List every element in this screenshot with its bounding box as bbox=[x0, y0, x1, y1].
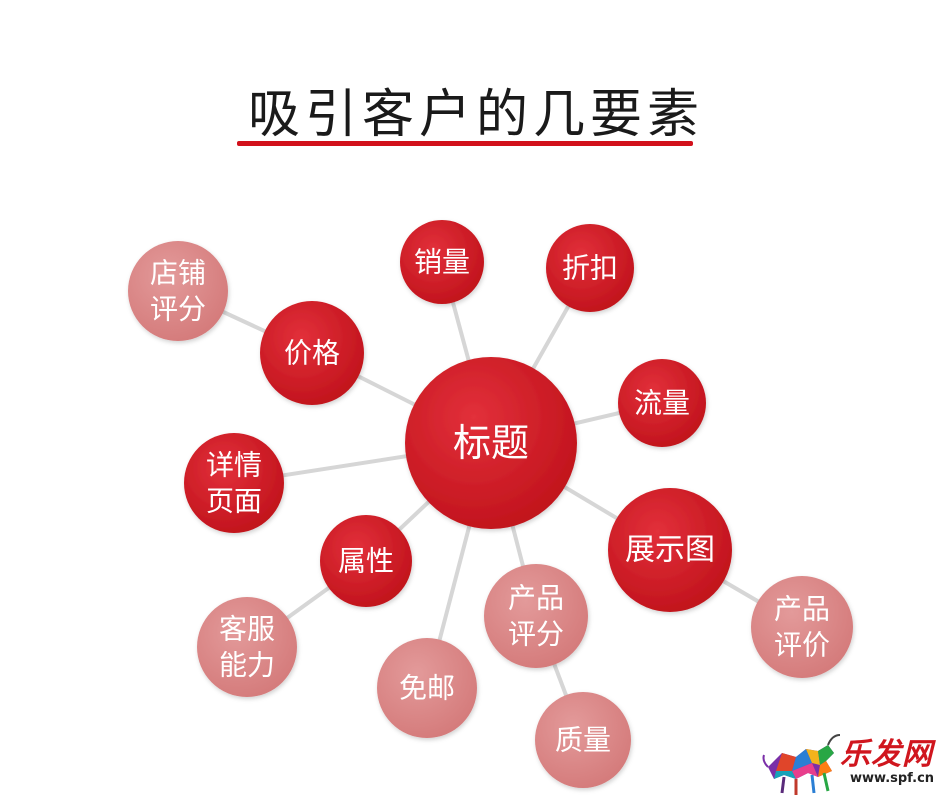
colorful-bull-logo bbox=[762, 734, 841, 795]
node-label-showcase-0: 展示图 bbox=[625, 533, 715, 568]
node-label-product-review-0: 产品 bbox=[774, 592, 830, 625]
node-label-store-rating-1: 评分 bbox=[150, 293, 206, 326]
node-circle-quality bbox=[535, 692, 631, 788]
node-title: 标题 bbox=[405, 357, 577, 529]
node-label-traffic-0: 流量 bbox=[634, 387, 690, 420]
node-circle-attribute bbox=[320, 515, 412, 607]
node-circle-discount bbox=[546, 224, 634, 312]
node-label-sales-0: 销量 bbox=[414, 246, 470, 279]
node-circle-service bbox=[197, 597, 297, 697]
node-quality: 质量 bbox=[535, 692, 631, 788]
node-label-service-0: 客服 bbox=[219, 612, 275, 645]
node-label-discount-0: 折扣 bbox=[562, 252, 618, 285]
node-circle-store-rating bbox=[128, 241, 228, 341]
watermark: 乐发网 www.spf.cn bbox=[762, 727, 952, 800]
node-discount: 折扣 bbox=[546, 224, 634, 312]
node-label-attribute-0: 属性 bbox=[338, 545, 394, 578]
node-free-shipping: 免邮 bbox=[377, 638, 477, 738]
node-label-product-rating-0: 产品 bbox=[508, 581, 564, 614]
node-circle-price bbox=[260, 301, 364, 405]
node-showcase: 展示图 bbox=[608, 488, 732, 612]
node-circle-detail-page bbox=[184, 433, 284, 533]
node-circle-title bbox=[405, 357, 577, 529]
node-sales: 销量 bbox=[400, 220, 484, 304]
node-circle-traffic bbox=[618, 359, 706, 447]
node-label-detail-page-1: 页面 bbox=[206, 485, 262, 518]
node-traffic: 流量 bbox=[618, 359, 706, 447]
watermark-url: www.spf.cn bbox=[850, 771, 935, 786]
node-label-detail-page-0: 详情 bbox=[206, 448, 262, 481]
page-title: 吸引客户的几要素 bbox=[247, 85, 704, 145]
title-underline bbox=[237, 141, 693, 146]
node-label-product-rating-1: 评分 bbox=[508, 618, 564, 651]
node-circles: 标题销量折扣流量展示图产品评价产品评分质量免邮属性客服能力详情页面价格店铺评分 bbox=[128, 220, 853, 788]
node-label-store-rating-0: 店铺 bbox=[150, 256, 206, 289]
node-circle-product-rating bbox=[484, 564, 588, 668]
node-circle-product-review bbox=[751, 576, 853, 678]
node-label-free-shipping-0: 免邮 bbox=[399, 672, 455, 705]
node-price: 价格 bbox=[260, 301, 364, 405]
node-circle-free-shipping bbox=[377, 638, 477, 738]
node-label-title-0: 标题 bbox=[453, 421, 529, 465]
node-label-product-review-1: 评价 bbox=[774, 629, 830, 662]
node-label-service-1: 能力 bbox=[219, 649, 275, 682]
node-attribute: 属性 bbox=[320, 515, 412, 607]
node-circle-showcase bbox=[608, 488, 732, 612]
watermark-brand: 乐发网 bbox=[840, 737, 933, 772]
node-circle-sales bbox=[400, 220, 484, 304]
node-label-quality-0: 质量 bbox=[555, 724, 611, 757]
node-label-price-0: 价格 bbox=[284, 337, 340, 370]
